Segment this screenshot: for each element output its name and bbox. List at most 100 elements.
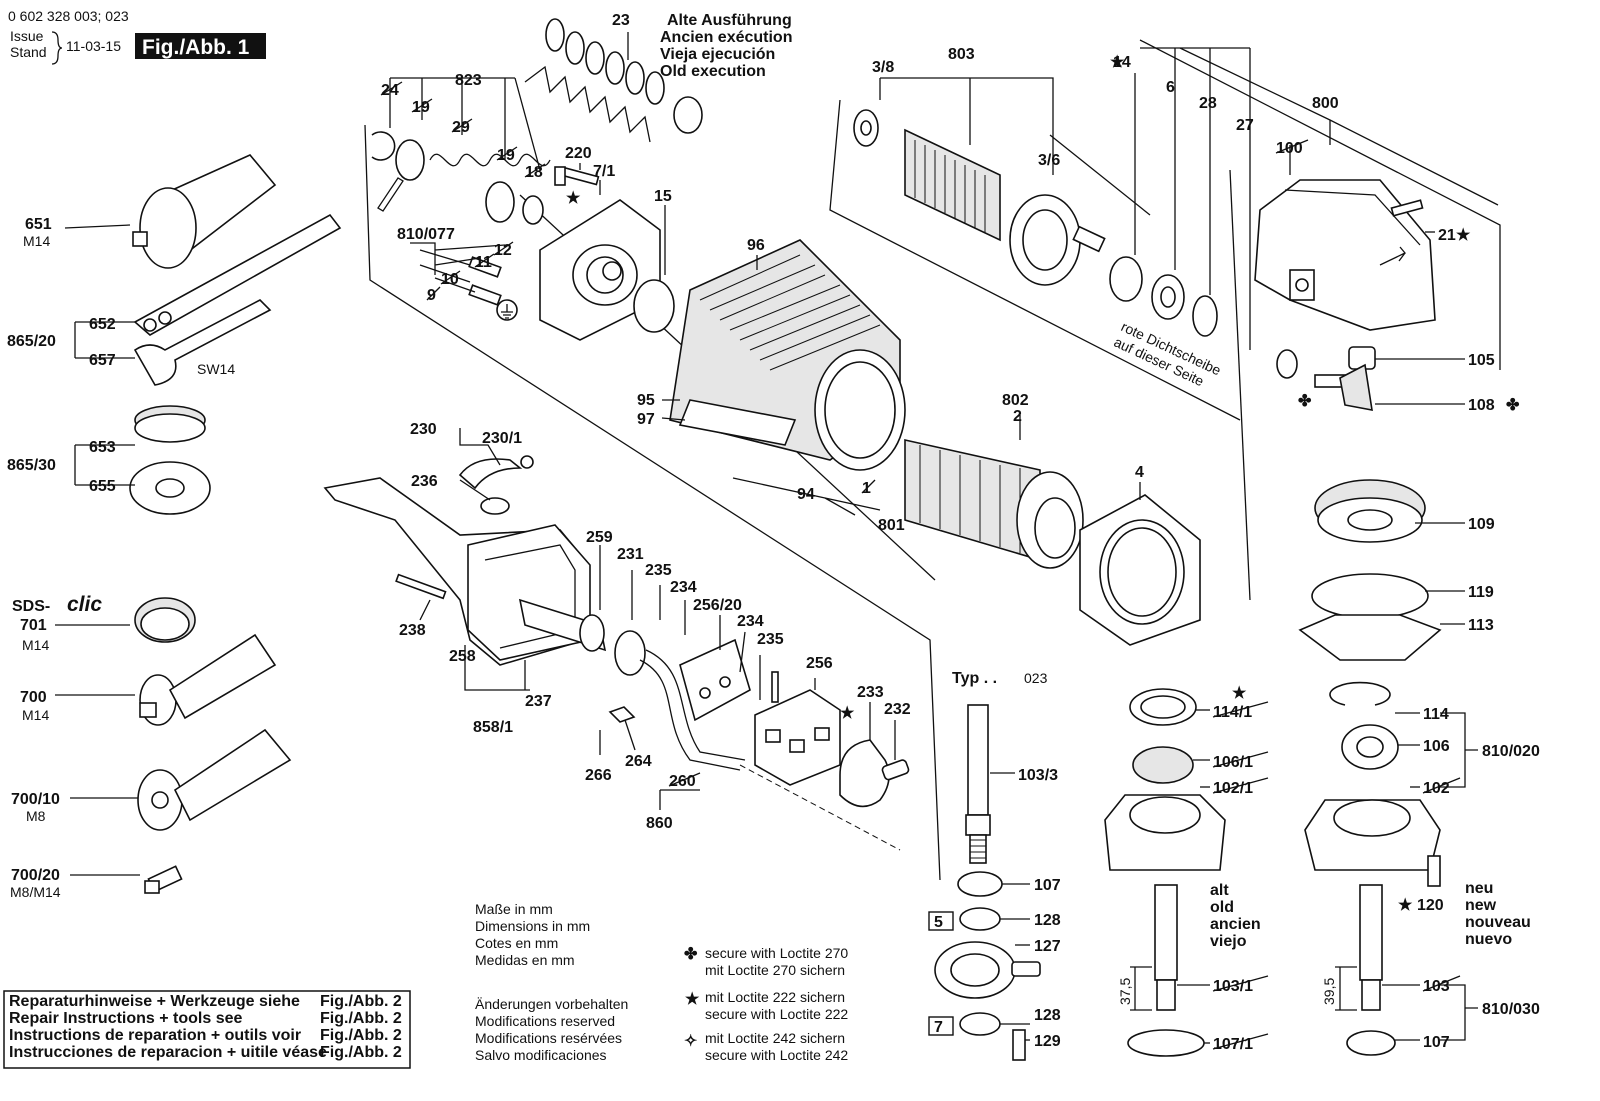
label-114: 114 bbox=[1423, 706, 1449, 723]
svg-text:viejo: viejo bbox=[1210, 933, 1247, 950]
new-spindle-stack bbox=[1304, 681, 1441, 1056]
svg-text:Änderungen vorbehalten: Änderungen vorbehalten bbox=[475, 996, 628, 1012]
cable-231 bbox=[518, 598, 901, 851]
label-810-077: 810/077 bbox=[397, 226, 455, 243]
dimensions-note: Maße in mm Dimensions in mm Cotes en mm … bbox=[475, 901, 590, 968]
loctite-symbols: ★ ★ ★ ★ ★ ★ ✤ ✤ bbox=[566, 54, 1520, 914]
pinion-108 bbox=[1314, 363, 1373, 411]
label-700: 700 bbox=[20, 689, 47, 706]
label-256-20: 256/20 bbox=[693, 597, 742, 614]
label-264: 264 bbox=[625, 753, 652, 770]
part-labels: 23 823 24 19 29 19 18 220 7/1 15 810/077… bbox=[7, 12, 1540, 1053]
crown-gear-109 bbox=[1314, 479, 1426, 543]
svg-text:Maße in mm: Maße in mm bbox=[475, 901, 553, 917]
sds-prefix: SDS- bbox=[12, 598, 50, 615]
label-102: 102 bbox=[1423, 780, 1450, 797]
label-234a: 234 bbox=[670, 579, 697, 596]
field-coil-802 bbox=[904, 439, 1084, 569]
label-28: 28 bbox=[1199, 95, 1217, 112]
label-107b: 107 bbox=[1423, 1034, 1450, 1051]
screw-129 bbox=[1012, 1029, 1026, 1061]
label-256: 256 bbox=[806, 655, 833, 672]
flange-653 bbox=[134, 405, 206, 443]
typ-label: Typ . . bbox=[952, 670, 997, 687]
old-spring-set bbox=[524, 18, 703, 143]
svg-text:new: new bbox=[1465, 897, 1497, 914]
svg-text:alt: alt bbox=[1210, 882, 1229, 899]
label-23: 23 bbox=[612, 12, 630, 29]
label-103: 103 bbox=[1423, 978, 1450, 995]
svg-text:Fig./Abb. 2: Fig./Abb. 2 bbox=[320, 993, 402, 1010]
label-865-20: 865/20 bbox=[7, 333, 56, 350]
figure-badge bbox=[135, 33, 266, 59]
switch-256 bbox=[754, 671, 841, 786]
loctite-notes: ✤ secure with Loctite 270 mit Loctite 27… bbox=[684, 945, 848, 1063]
label-127: 127 bbox=[1034, 938, 1061, 955]
label-238: 238 bbox=[399, 622, 426, 639]
svg-text:★: ★ bbox=[1232, 685, 1247, 702]
screw-238 bbox=[395, 573, 447, 600]
label-651-thread: M14 bbox=[23, 233, 50, 249]
svg-text:★: ★ bbox=[1110, 54, 1125, 71]
new-words: neu new nouveau nuevo bbox=[1465, 880, 1531, 948]
issue-brace bbox=[51, 31, 63, 65]
svg-text:Dimensions in mm: Dimensions in mm bbox=[475, 918, 590, 934]
svg-text:mit Loctite 270 sichern: mit Loctite 270 sichern bbox=[705, 962, 845, 978]
svg-text:ancien: ancien bbox=[1210, 916, 1261, 933]
screw-220 bbox=[554, 166, 600, 186]
label-24: 24 bbox=[381, 82, 399, 99]
box-5-label: 5 bbox=[934, 914, 943, 931]
label-237: 237 bbox=[525, 693, 552, 710]
svg-text:secure with Loctite 242: secure with Loctite 242 bbox=[705, 1047, 848, 1063]
suppressor-232 bbox=[839, 739, 910, 808]
label-95: 95 bbox=[637, 392, 655, 409]
label-865-30: 865/30 bbox=[7, 457, 56, 474]
svg-text:neu: neu bbox=[1465, 880, 1493, 897]
ring-14 bbox=[1109, 256, 1143, 302]
label-233: 233 bbox=[857, 684, 884, 701]
svg-text:mit Loctite 242 sichern: mit Loctite 242 sichern bbox=[705, 1030, 845, 1046]
svg-text:✤: ✤ bbox=[684, 946, 698, 963]
label-3-8: 3/8 bbox=[872, 59, 894, 76]
svg-text:secure with Loctite 270: secure with Loctite 270 bbox=[705, 945, 848, 961]
old-execution-note: Alte Ausführung Ancien exécution Vieja e… bbox=[660, 12, 792, 80]
label-120: 120 bbox=[1417, 897, 1444, 914]
repair-instructions-box: Reparaturhinweise + Werkzeuge siehe Fig.… bbox=[3, 990, 411, 1069]
svg-text:Repair Instructions + tools se: Repair Instructions + tools see bbox=[9, 1010, 243, 1027]
label-3-6: 3/6 bbox=[1038, 152, 1060, 169]
svg-text:mit Loctite 222 sichern: mit Loctite 222 sichern bbox=[705, 989, 845, 1005]
label-14: 14 bbox=[1113, 54, 1131, 71]
label-6: 6 bbox=[1166, 79, 1175, 96]
label-810-020: 810/020 bbox=[1482, 743, 1540, 760]
svg-text:Vieja ejecución: Vieja ejecución bbox=[660, 46, 775, 63]
handle-700-10 bbox=[137, 728, 292, 831]
svg-text:Reparaturhinweise + Werkzeuge: Reparaturhinweise + Werkzeuge siehe bbox=[9, 993, 300, 1010]
flange-655 bbox=[129, 461, 211, 515]
box-7 bbox=[928, 1016, 954, 1036]
aux-handle-651 bbox=[132, 154, 277, 269]
label-803: 803 bbox=[948, 46, 975, 63]
label-700-20-thread: M8/M14 bbox=[10, 884, 61, 900]
label-700-thread: M14 bbox=[22, 707, 49, 723]
svg-text:nouveau: nouveau bbox=[1465, 914, 1531, 931]
label-701-thread: M14 bbox=[22, 637, 49, 653]
label-810-030: 810/030 bbox=[1482, 1001, 1540, 1018]
spring-set-823 bbox=[371, 131, 551, 225]
svg-text:Instructions de reparation + o: Instructions de reparation + outils voir bbox=[9, 1027, 301, 1044]
issue-label: Issue bbox=[10, 28, 44, 44]
label-235b: 235 bbox=[757, 631, 784, 648]
adapter-700-20 bbox=[144, 865, 183, 894]
label-230-1: 230/1 bbox=[482, 430, 522, 447]
svg-text:old: old bbox=[1210, 899, 1234, 916]
svg-text:Medidas en mm: Medidas en mm bbox=[475, 952, 575, 968]
modifications-note: Änderungen vorbehalten Modifications res… bbox=[475, 996, 628, 1063]
label-21: 21 bbox=[1438, 227, 1456, 244]
svg-text:Fig./Abb. 2: Fig./Abb. 2 bbox=[320, 1027, 402, 1044]
svg-text:★: ★ bbox=[1456, 227, 1471, 244]
stand-label: Stand bbox=[10, 44, 47, 60]
typ-value: 023 bbox=[1024, 670, 1048, 686]
label-102-1: 102/1 bbox=[1213, 780, 1253, 797]
ring-28 bbox=[1192, 295, 1218, 337]
switch-lever-230 bbox=[458, 455, 534, 515]
